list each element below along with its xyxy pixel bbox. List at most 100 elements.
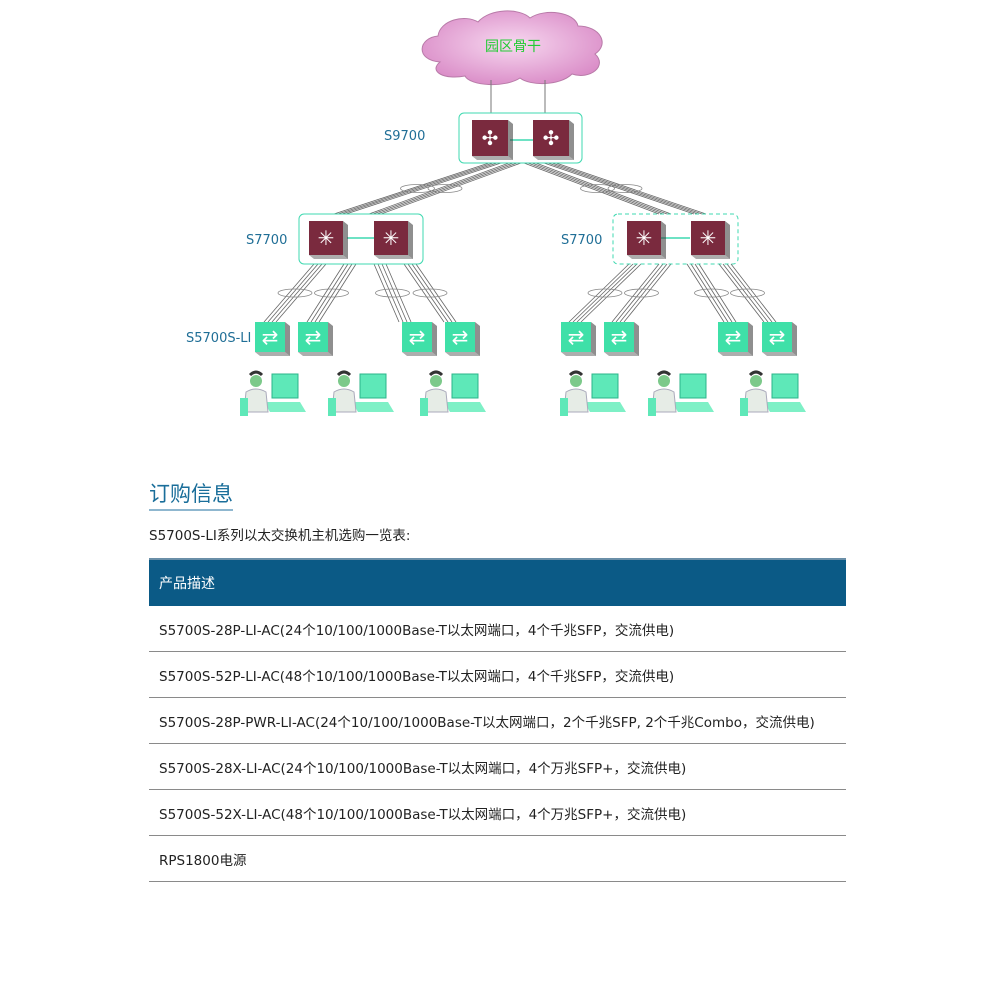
aggregation-right-cluster-box bbox=[612, 213, 739, 265]
access-switch-glyph-icon: ⇄ bbox=[262, 325, 279, 349]
link-line bbox=[372, 162, 514, 215]
access-switch-glyph-icon: ⇄ bbox=[452, 325, 469, 349]
table-header: 产品描述 bbox=[149, 558, 846, 606]
link-line bbox=[376, 162, 518, 215]
cloud-icon bbox=[421, 10, 603, 86]
link-line bbox=[555, 162, 707, 215]
core-switch-glyph-icon: ✣ bbox=[482, 126, 499, 150]
product-description: S5700S-52X-LI-AC(48个10/100/1000Base-T以太网… bbox=[149, 789, 846, 836]
core-switch-device: ✣ bbox=[533, 120, 574, 160]
core-label: S9700 bbox=[384, 129, 425, 144]
link-line bbox=[686, 263, 725, 323]
user-pc-icon bbox=[560, 370, 626, 416]
link-line bbox=[267, 263, 319, 323]
link-line bbox=[726, 263, 773, 323]
link-line bbox=[698, 263, 737, 323]
link-line bbox=[580, 263, 642, 323]
user-pc-icon bbox=[648, 370, 714, 416]
aggregation-switch-glyph-icon: ✳ bbox=[383, 226, 400, 250]
link-line bbox=[531, 162, 668, 215]
ordering-table: 产品描述 S5700S-28P-LI-AC(24个10/100/1000Base… bbox=[149, 558, 846, 882]
link-line bbox=[535, 162, 672, 215]
aggregation-switch-glyph-icon: ✳ bbox=[318, 226, 335, 250]
link-line bbox=[543, 162, 695, 215]
link-line bbox=[310, 263, 349, 323]
core-switch-glyph-icon: ✣ bbox=[543, 126, 560, 150]
access-switch-device: ⇄ bbox=[445, 322, 480, 356]
link-aggregation-ring bbox=[587, 288, 623, 298]
link-aggregation-ring bbox=[730, 288, 765, 298]
link-line bbox=[415, 263, 457, 323]
link-line bbox=[337, 162, 494, 215]
core-switch-device: ✣ bbox=[472, 120, 513, 160]
link-aggregation-ring bbox=[580, 184, 615, 193]
link-line bbox=[314, 263, 353, 323]
link-line bbox=[403, 263, 445, 323]
access-switch-glyph-icon: ⇄ bbox=[568, 325, 585, 349]
access-switch-device: ⇄ bbox=[298, 322, 333, 356]
access-switch-glyph-icon: ⇄ bbox=[769, 325, 786, 349]
link-line bbox=[373, 263, 400, 323]
table-row: S5700S-52P-LI-AC(48个10/100/1000Base-T以太网… bbox=[149, 651, 846, 698]
product-description: S5700S-28X-LI-AC(24个10/100/1000Base-T以太网… bbox=[149, 743, 846, 790]
link-line bbox=[547, 162, 699, 215]
user-pc-icon bbox=[240, 370, 306, 416]
link-line bbox=[527, 162, 664, 215]
link-aggregation-ring bbox=[694, 288, 729, 298]
link-line bbox=[407, 263, 449, 323]
table-row: RPS1800电源 bbox=[149, 835, 846, 882]
aggregation-left-label: S7700 bbox=[246, 233, 287, 248]
link-line bbox=[730, 263, 777, 323]
access-switch-device: ⇄ bbox=[402, 322, 437, 356]
link-line bbox=[568, 263, 630, 323]
user-pc-icon bbox=[740, 370, 806, 416]
aggregation-switch-glyph-icon: ✳ bbox=[636, 226, 653, 250]
nodes: ✣ ✣ ✳ ✳ ✳ ✳ ⇄ ⇄ ⇄ ⇄ ⇄ ⇄ ⇄ ⇄ bbox=[240, 120, 806, 416]
product-description: S5700S-28P-LI-AC(24个10/100/1000Base-T以太网… bbox=[149, 606, 846, 652]
section-title: 订购信息 bbox=[149, 478, 233, 511]
link-line bbox=[690, 263, 729, 323]
link-aggregation-ring bbox=[400, 184, 435, 193]
product-description: S5700S-28P-PWR-LI-AC(24个10/100/1000Base-… bbox=[149, 697, 846, 744]
link-line bbox=[572, 263, 634, 323]
product-description: S5700S-52P-LI-AC(48个10/100/1000Base-T以太网… bbox=[149, 651, 846, 698]
link-line bbox=[551, 162, 703, 215]
network-topology-diagram: 园区骨干 S9700 S7700 S7700 S5700S-LI ✣✣✳✳✳✳⇄… bbox=[186, 10, 806, 416]
link-line bbox=[615, 263, 664, 323]
access-switch-device: ⇄ bbox=[718, 322, 753, 356]
link-line bbox=[263, 263, 315, 323]
link-line bbox=[380, 162, 522, 215]
link-line bbox=[619, 263, 668, 323]
link-line bbox=[275, 263, 327, 323]
access-switch-glyph-icon: ⇄ bbox=[611, 325, 628, 349]
link-line bbox=[623, 263, 672, 323]
product-description: RPS1800电源 bbox=[149, 835, 846, 882]
link-line bbox=[333, 162, 490, 215]
link-line bbox=[318, 263, 357, 323]
aggregation-switch-glyph-icon: ✳ bbox=[700, 226, 717, 250]
access-switch-device: ⇄ bbox=[604, 322, 639, 356]
access-switch-glyph-icon: ⇄ bbox=[409, 325, 426, 349]
link-line bbox=[345, 162, 502, 215]
table-row: S5700S-52X-LI-AC(48个10/100/1000Base-T以太网… bbox=[149, 789, 846, 836]
link-line bbox=[377, 263, 404, 323]
link-line bbox=[341, 162, 498, 215]
link-line bbox=[381, 263, 408, 323]
access-switch-device: ⇄ bbox=[255, 322, 290, 356]
link-line bbox=[271, 263, 323, 323]
access-switch-device: ⇄ bbox=[762, 322, 797, 356]
aggregation-left-cluster-box bbox=[298, 213, 424, 265]
link-line bbox=[694, 263, 733, 323]
link-line bbox=[385, 263, 412, 323]
aggregation-switch-device: ✳ bbox=[374, 221, 413, 259]
link-aggregation-ring bbox=[624, 288, 659, 298]
cloud-label: 园区骨干 bbox=[485, 39, 541, 55]
intro-text: S5700S-LI系列以太交换机主机选购一览表: bbox=[149, 528, 411, 544]
access-switch-device: ⇄ bbox=[561, 322, 596, 356]
table-row: S5700S-28P-LI-AC(24个10/100/1000Base-T以太网… bbox=[149, 606, 846, 652]
aggregation-switch-device: ✳ bbox=[691, 221, 730, 259]
link-aggregation-ring bbox=[607, 184, 643, 193]
link-aggregation-ring bbox=[412, 288, 448, 298]
link-aggregation-ring bbox=[427, 184, 463, 193]
aggregation-switch-device: ✳ bbox=[309, 221, 348, 259]
